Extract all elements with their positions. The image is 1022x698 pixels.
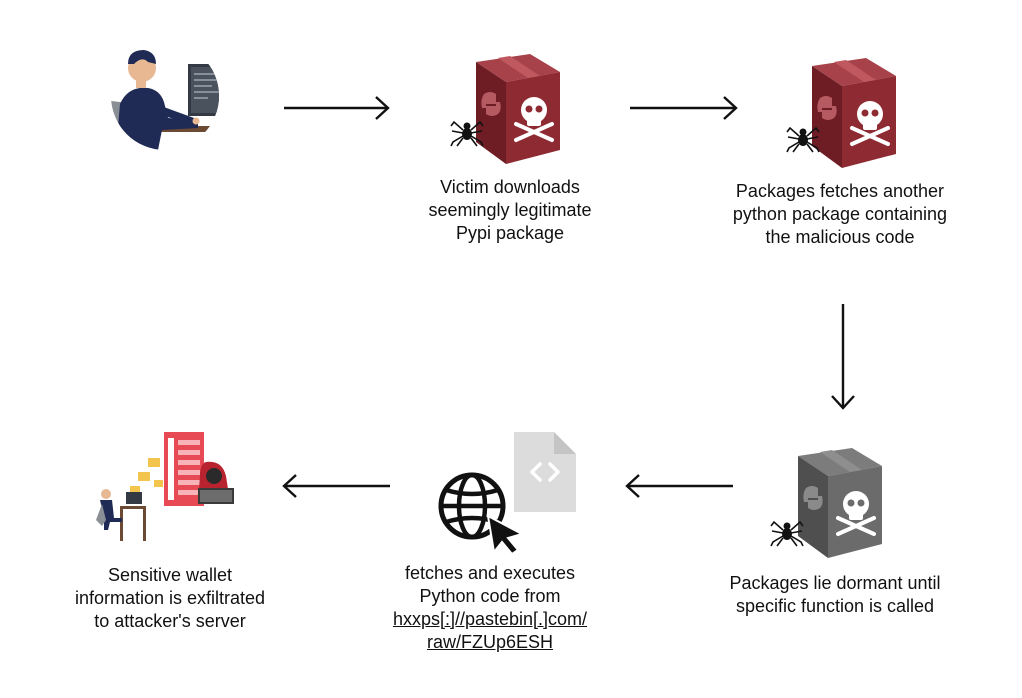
arrow-package-to-fetch	[630, 96, 738, 120]
malicious-python-package-icon	[812, 58, 896, 168]
hacker-server-icon	[96, 432, 234, 541]
dormant-step-caption: Packages lie dormant until specific func…	[729, 573, 941, 616]
arrow-dormant-to-pastebin	[625, 474, 733, 498]
arrow-fetch-to-dormant	[831, 304, 855, 410]
malicious-python-package-icon	[476, 54, 560, 164]
arrow-victim-to-package	[284, 96, 390, 120]
pastebin-url[interactable]: raw/FZUp6ESH	[426, 632, 554, 652]
spider-icon	[770, 520, 804, 547]
code-file-icon	[514, 432, 576, 512]
pastebin-step-caption: fetches and executes Python code from hx…	[360, 562, 620, 654]
arrow-pastebin-to-exfil	[282, 474, 390, 498]
fetch-step-caption: Packages fetches another python package …	[732, 181, 948, 247]
download-step-caption: Victim downloads seemingly legitimate Py…	[428, 177, 592, 243]
spider-icon	[450, 120, 484, 147]
pastebin-url[interactable]: hxxps[:]//pastebin[.]com/	[392, 609, 588, 629]
victim-at-computer-icon	[111, 42, 219, 150]
spider-icon	[786, 126, 820, 153]
globe-with-cursor-icon	[438, 472, 525, 556]
dormant-python-package-icon	[798, 448, 882, 558]
exfil-step-caption: Sensitive wallet information is exfiltra…	[74, 565, 266, 631]
